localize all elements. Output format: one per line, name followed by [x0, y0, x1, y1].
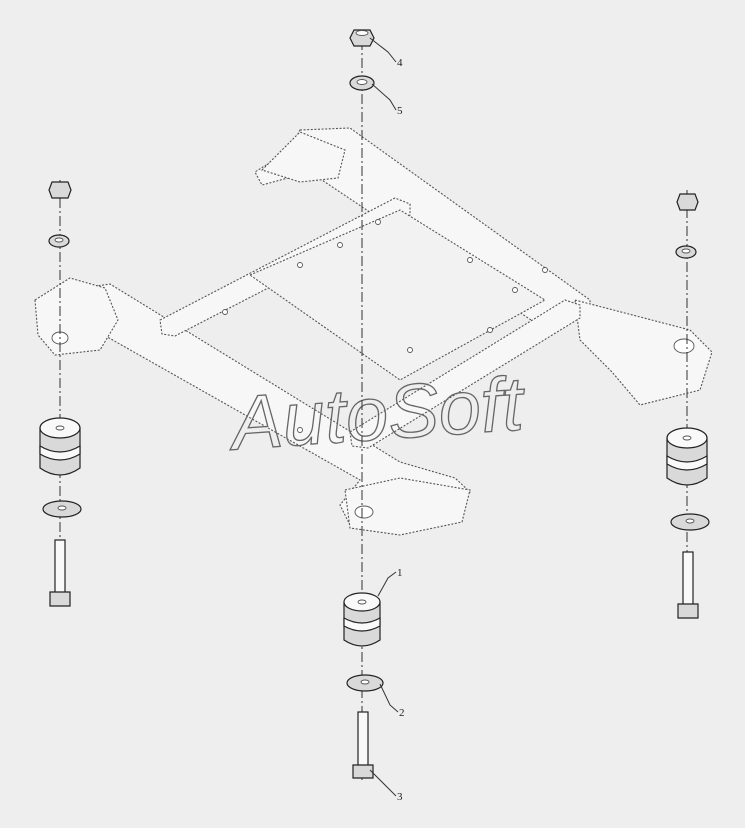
frame-rivets: [222, 219, 548, 433]
callout-4: 4: [397, 57, 403, 69]
callout-1: 1: [397, 567, 403, 579]
right-washer-bottom: [670, 513, 710, 531]
right-bolt: [677, 551, 699, 619]
left-bolt: [49, 539, 71, 607]
callout-2: 2: [399, 707, 405, 719]
center-nut: [349, 29, 375, 47]
callout-3: 3: [397, 791, 403, 803]
left-washer-bottom: [42, 500, 82, 518]
right-washer-top: [675, 245, 697, 259]
frame-assembly: [34, 127, 713, 536]
rear-bracket-left: [260, 131, 346, 183]
left-rubber-mount: [39, 417, 81, 476]
left-washer-top: [48, 234, 70, 248]
right-rubber-mount: [666, 427, 708, 486]
center-plate: [248, 209, 547, 381]
right-side-rail: [349, 299, 581, 449]
front-bracket-hole: [354, 505, 374, 519]
center-washer-bottom: [346, 674, 384, 692]
right-nut: [676, 193, 699, 211]
center-rubber-mount: [343, 592, 381, 647]
center-washer-top: [349, 75, 375, 91]
left-nut: [48, 181, 72, 199]
front-bottom-bracket: [344, 477, 471, 536]
center-bolt: [352, 711, 374, 779]
right-mount-bracket: [574, 299, 713, 406]
callout-leaders: [369, 37, 399, 797]
callout-5: 5: [397, 105, 403, 117]
watermark-text: AutoSoft: [225, 361, 529, 467]
left-mount-bracket: [34, 277, 119, 356]
right-bracket-hole: [673, 338, 695, 354]
